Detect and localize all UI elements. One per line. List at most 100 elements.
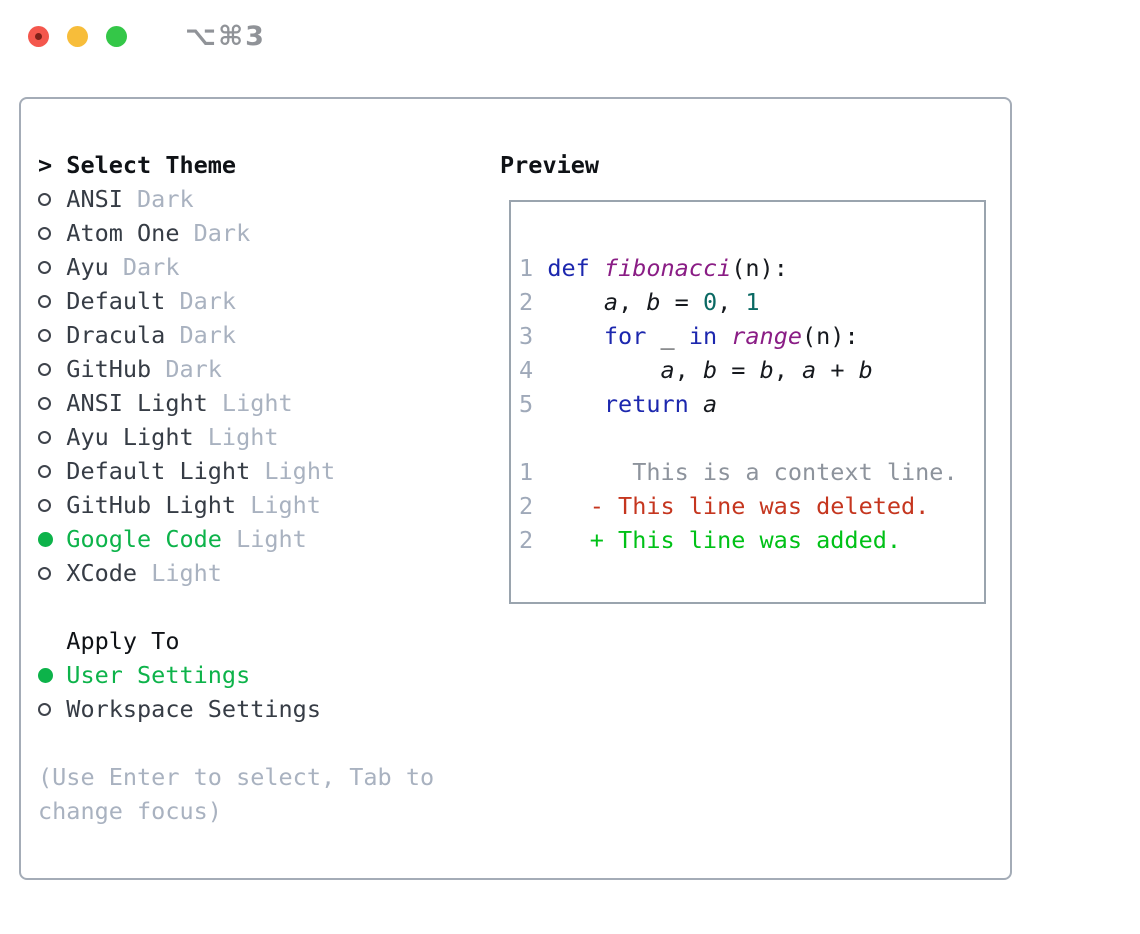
theme-variant-tag: Dark <box>122 253 180 281</box>
titlebar: ⌥⌘3 <box>0 0 1140 73</box>
marker <box>38 430 66 444</box>
theme-option-ayu-light[interactable]: Ayu Light Light <box>38 420 434 454</box>
theme-variant-tag: Dark <box>165 355 222 383</box>
marker <box>38 702 66 716</box>
theme-name: ANSI <box>66 185 123 213</box>
theme-variant-tag: Light <box>207 423 279 451</box>
code-line: 2 + This line was added. <box>519 526 902 554</box>
apply-option-workspace-settings[interactable]: Workspace Settings <box>38 692 434 726</box>
radio-selected-icon <box>38 531 53 547</box>
marker <box>38 226 66 240</box>
help-text: (Use Enter to select, Tab to change focus… <box>38 760 434 828</box>
code-line: 2 - This line was deleted. <box>519 492 930 520</box>
theme-option-github-light[interactable]: GitHub Light Light <box>38 488 434 522</box>
radio-icon <box>38 498 51 512</box>
theme-name: GitHub <box>66 355 152 383</box>
theme-option-default[interactable]: Default Dark <box>38 284 434 318</box>
theme-name: Google Code <box>66 525 222 553</box>
spacer <box>38 590 434 624</box>
preview-code: 1 def fibonacci(n): 2 a, b = 0, 1 3 for _ … <box>511 202 984 557</box>
prompt-icon: > <box>38 151 53 179</box>
marker <box>38 566 66 580</box>
radio-selected-icon <box>38 667 53 683</box>
select-theme-header: > Select Theme <box>38 148 434 182</box>
select-theme-title: Select Theme <box>66 151 237 179</box>
theme-variant-tag: Dark <box>179 287 237 315</box>
theme-name: Default Light <box>66 457 251 485</box>
marker <box>38 192 66 206</box>
theme-option-atom-one[interactable]: Atom One Dark <box>38 216 434 250</box>
radio-icon <box>38 328 51 342</box>
theme-option-ayu[interactable]: Ayu Dark <box>38 250 434 284</box>
theme-option-ansi-light[interactable]: ANSI Light Light <box>38 386 434 420</box>
help-line: change focus) <box>38 797 222 825</box>
theme-name: Atom One <box>66 219 180 247</box>
code-line: 5 return a <box>519 390 718 418</box>
radio-icon <box>38 566 51 580</box>
theme-option-default-light[interactable]: Default Light Light <box>38 454 434 488</box>
theme-variant-tag: Light <box>151 559 222 587</box>
minimize-button[interactable] <box>67 26 88 47</box>
code-line: 1 def fibonacci(n): <box>519 254 788 282</box>
spacer <box>38 726 434 760</box>
radio-icon <box>38 226 51 240</box>
unsaved-dot-icon <box>35 33 42 40</box>
theme-option-ansi[interactable]: ANSI Dark <box>38 182 434 216</box>
close-button[interactable] <box>28 26 49 47</box>
code-line: 3 for _ in range(n): <box>519 322 859 350</box>
marker <box>38 531 66 547</box>
marker <box>38 362 66 376</box>
radio-icon <box>38 294 51 308</box>
theme-name: Ayu Light <box>66 423 194 451</box>
help-line: (Use Enter to select, Tab to <box>38 763 435 791</box>
theme-option-github[interactable]: GitHub Dark <box>38 352 434 386</box>
radio-icon <box>38 464 51 478</box>
window-title: ⌥⌘3 <box>185 21 266 52</box>
radio-icon <box>38 362 51 376</box>
radio-icon <box>38 260 51 274</box>
code-line: 1 This is a context line. <box>519 458 958 486</box>
theme-variant-tag: Dark <box>137 185 194 213</box>
code-line: 2 a, b = 0, 1 <box>519 288 760 316</box>
theme-variant-tag: Light <box>264 457 336 485</box>
theme-name: Dracula <box>66 321 166 349</box>
marker <box>38 328 66 342</box>
theme-name: XCode <box>66 559 138 587</box>
apply-to-header: Apply To <box>38 624 434 658</box>
theme-name: Ayu <box>66 253 109 281</box>
maximize-button[interactable] <box>106 26 127 47</box>
marker <box>38 667 66 683</box>
theme-variant-tag: Light <box>221 389 293 417</box>
marker <box>38 464 66 478</box>
marker <box>38 294 66 308</box>
radio-icon <box>38 192 51 206</box>
marker <box>38 396 66 410</box>
preview-box: 1 def fibonacci(n): 2 a, b = 0, 1 3 for _ … <box>509 200 986 604</box>
radio-icon <box>38 430 51 444</box>
radio-icon <box>38 396 51 410</box>
apply-to-label: Apply To <box>66 627 180 655</box>
theme-name: ANSI Light <box>66 389 208 417</box>
theme-variant-tag: Dark <box>179 321 237 349</box>
apply-option-label: Workspace Settings <box>66 695 321 723</box>
theme-name: GitHub Light <box>66 491 237 519</box>
apply-option-label: User Settings <box>66 661 251 689</box>
code-line <box>519 421 984 455</box>
marker <box>38 260 66 274</box>
apply-option-user-settings[interactable]: User Settings <box>38 658 434 692</box>
theme-option-dracula[interactable]: Dracula Dark <box>38 318 434 352</box>
preview-title: Preview <box>500 151 600 179</box>
theme-option-xcode[interactable]: XCode Light <box>38 556 434 590</box>
code-line: 4 a, b = b, a + b <box>519 356 873 384</box>
theme-name: Default <box>66 287 166 315</box>
theme-variant-tag: Light <box>250 491 321 519</box>
theme-variant-tag: Dark <box>193 219 251 247</box>
marker <box>38 498 66 512</box>
radio-icon <box>38 702 51 716</box>
